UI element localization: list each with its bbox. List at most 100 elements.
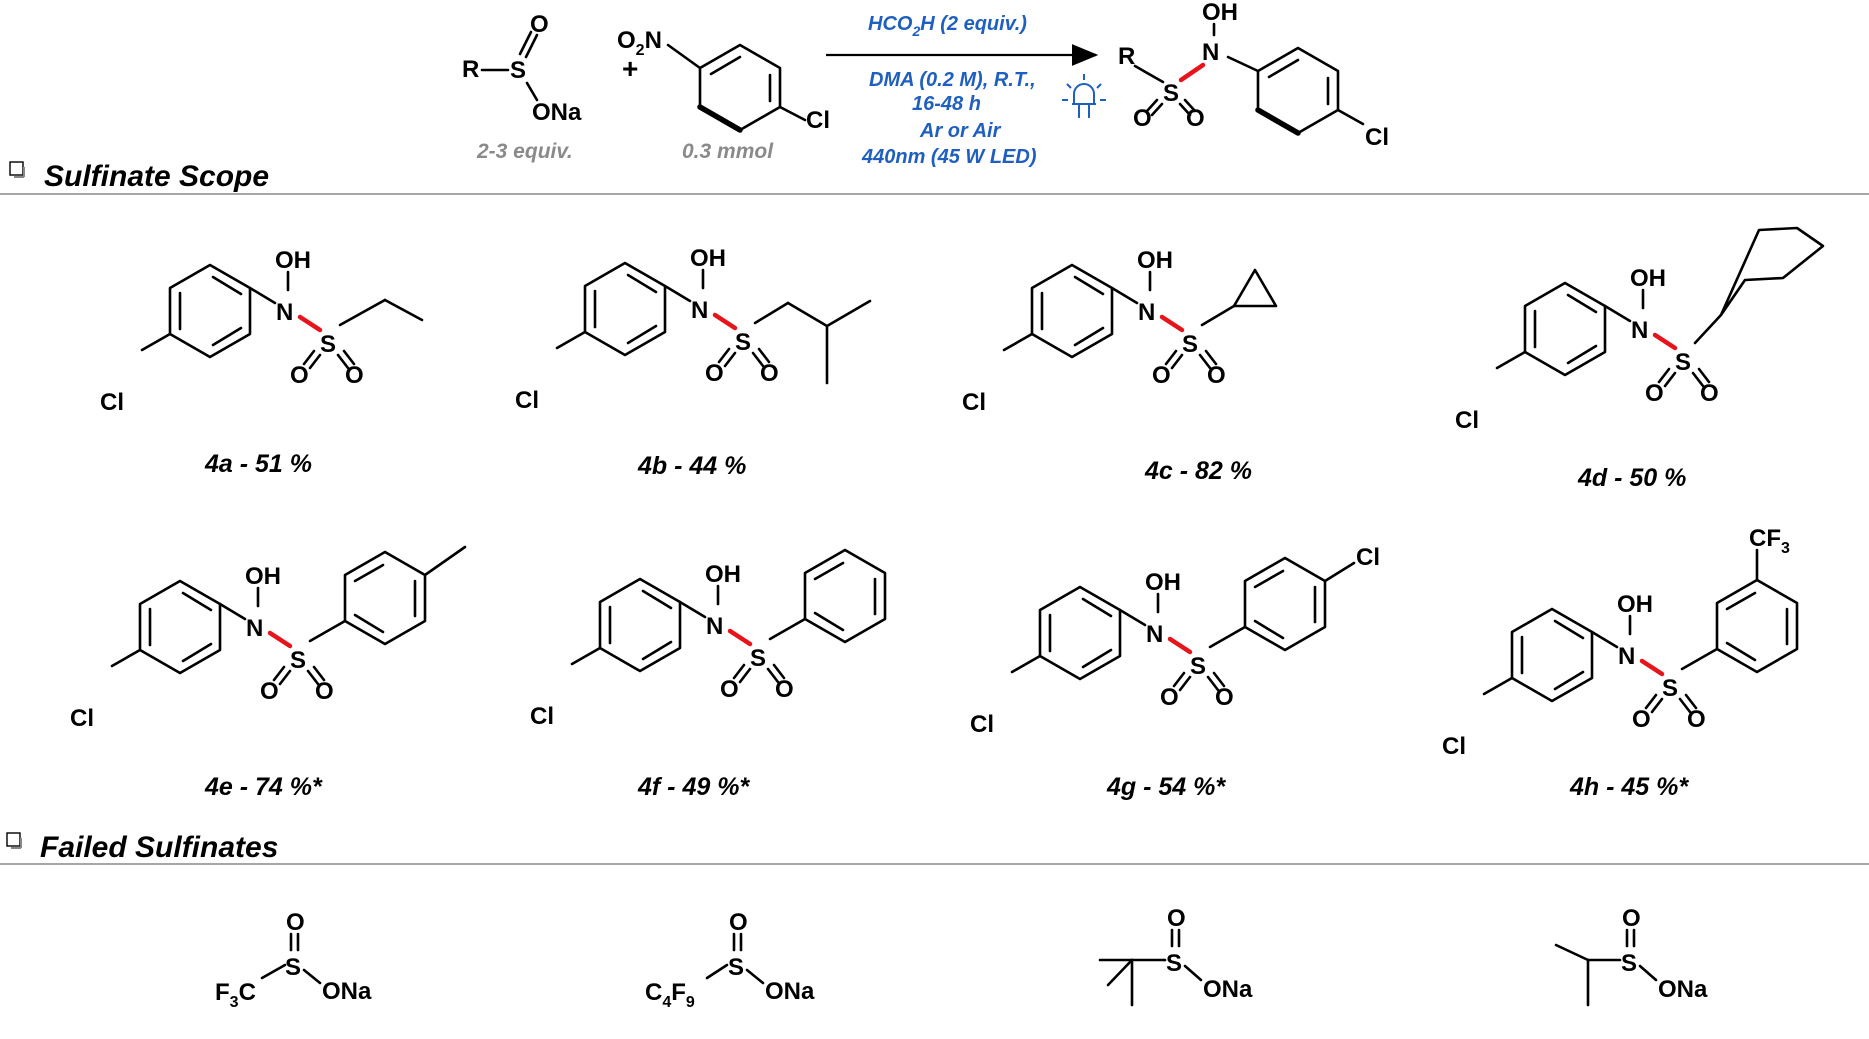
checkbox-icon (9, 161, 24, 176)
caption-4a: 4a - 51 % (204, 450, 312, 478)
compound-4f: Cl N OH S O O (530, 548, 887, 730)
failed-sulfinate-tert-butyl: S O ONa (1098, 905, 1253, 1007)
atom-s: S (1190, 653, 1206, 680)
atom-o: O (530, 11, 549, 38)
atom-cl: Cl (1365, 124, 1389, 151)
atom-o: O (260, 678, 279, 705)
atom-n: N (1146, 621, 1163, 648)
atom-o: O (1215, 684, 1234, 711)
atom-o: O (315, 678, 334, 705)
atom-oh: OH (275, 247, 311, 274)
atom-r: R (1118, 43, 1135, 70)
section-title: Failed Sulfinates (40, 831, 278, 864)
atom-cl: Cl (962, 389, 986, 416)
atom-cl: Cl (1356, 544, 1380, 571)
atom-s: S (735, 329, 751, 356)
reagent-sulfinate: R S O ONa 2-3 equiv. (462, 11, 582, 163)
atom-s: S (1163, 80, 1179, 107)
caption-4g: 4g - 54 %* (1106, 773, 1226, 801)
general-product: R S N OH O O Cl (1118, 0, 1389, 151)
atom-ona: ONa (1203, 976, 1253, 1003)
condition-line5: 440nm (45 W LED) (861, 146, 1037, 168)
compound-4a: Cl N OH S O O (100, 247, 424, 416)
atom-cl: Cl (100, 389, 124, 416)
section-header-failed: Failed Sulfinates (0, 831, 1869, 865)
atom-s: S (290, 647, 306, 674)
atom-oh: OH (1137, 247, 1173, 274)
caption-4d: 4d - 50 % (1577, 464, 1686, 492)
atom-s: S (750, 645, 766, 672)
condition-line1: HCO2H (2 equiv.) (868, 13, 1027, 39)
atom-s: S (1675, 349, 1691, 376)
compound-4c: Cl N OH S O O (962, 247, 1278, 416)
atom-o: O (286, 909, 305, 936)
atom-s: S (1621, 950, 1637, 977)
amount-label: 0.3 mmol (682, 140, 774, 163)
atom-cl: Cl (530, 703, 554, 730)
atom-o: O (290, 362, 309, 389)
compound-4b: Cl N OH S O O (515, 245, 872, 414)
atom-n: N (691, 297, 708, 324)
atom-s: S (1182, 331, 1198, 358)
condition-line3: 16-48 h (912, 93, 981, 115)
atom-o: O (1687, 706, 1706, 733)
atom-o: O (1186, 105, 1205, 132)
atom-n: N (1618, 643, 1635, 670)
atom-s: S (285, 954, 301, 981)
atom-oh: OH (1617, 591, 1653, 618)
atom-o: O (1152, 362, 1171, 389)
atom-ona: ONa (322, 978, 372, 1005)
failed-sulfinate-isopropyl: S O ONa (1554, 905, 1708, 1007)
caption-4f: 4f - 49 %* (637, 773, 750, 801)
led-icon (1062, 74, 1106, 118)
atom-ona: ONa (532, 99, 582, 126)
compound-4e: Cl N OH S O O (70, 545, 467, 732)
atom-n: N (246, 615, 263, 642)
atom-o: O (1207, 362, 1226, 389)
atom-oh: OH (1145, 569, 1181, 596)
reagent-nitroarene: O2N Cl 0.3 mmol (617, 27, 830, 163)
failed-sulfinate-nonaflyl: C4F9 S O ONa (645, 909, 815, 1011)
compound-4h: Cl N OH S CF3 O O (1442, 525, 1799, 760)
atom-n: N (1138, 299, 1155, 326)
atom-oh: OH (705, 561, 741, 588)
atom-s: S (1166, 950, 1182, 977)
atom-f3c: F3C (215, 979, 256, 1011)
atom-o: O (1700, 380, 1719, 407)
atom-o: O (775, 676, 794, 703)
atom-s: S (510, 57, 526, 84)
atom-s: S (728, 954, 744, 981)
atom-n: N (276, 299, 293, 326)
atom-cl: Cl (1455, 407, 1479, 434)
atom-o: O (1167, 905, 1186, 932)
atom-oh: OH (1202, 0, 1238, 26)
atom-cl: Cl (1442, 733, 1466, 760)
section-header-scope: Sulfinate Scope (0, 160, 1869, 195)
atom-o: O (1622, 905, 1641, 932)
atom-oh: OH (690, 245, 726, 272)
atom-o: O (705, 360, 724, 387)
atom-s: S (1662, 675, 1678, 702)
plus-sign: + (622, 53, 638, 84)
atom-cl: Cl (70, 705, 94, 732)
caption-4e: 4e - 74 %* (204, 773, 323, 801)
reaction-conditions: HCO2H (2 equiv.) DMA (0.2 M), R.T., 16-4… (826, 13, 1106, 168)
caption-4c: 4c - 82 % (1144, 457, 1252, 485)
condition-line2: DMA (0.2 M), R.T., (869, 69, 1036, 91)
atom-oh: OH (245, 563, 281, 590)
atom-cl: Cl (515, 387, 539, 414)
section-title: Sulfinate Scope (44, 160, 269, 193)
atom-o: O (729, 909, 748, 936)
condition-line4: Ar or Air (919, 120, 1002, 142)
atom-n: N (1202, 39, 1219, 66)
atom-n: N (706, 613, 723, 640)
atom-ona: ONa (1658, 976, 1708, 1003)
atom-o: O (1160, 684, 1179, 711)
atom-n: N (1631, 317, 1648, 344)
failed-sulfinate-triflyl: F3C S O ONa (215, 909, 372, 1011)
atom-c4f9: C4F9 (645, 979, 695, 1011)
atom-r: R (462, 56, 479, 83)
compound-4g: Cl N OH S Cl O O (970, 544, 1380, 738)
compound-4d: Cl N OH S O O (1455, 226, 1825, 434)
